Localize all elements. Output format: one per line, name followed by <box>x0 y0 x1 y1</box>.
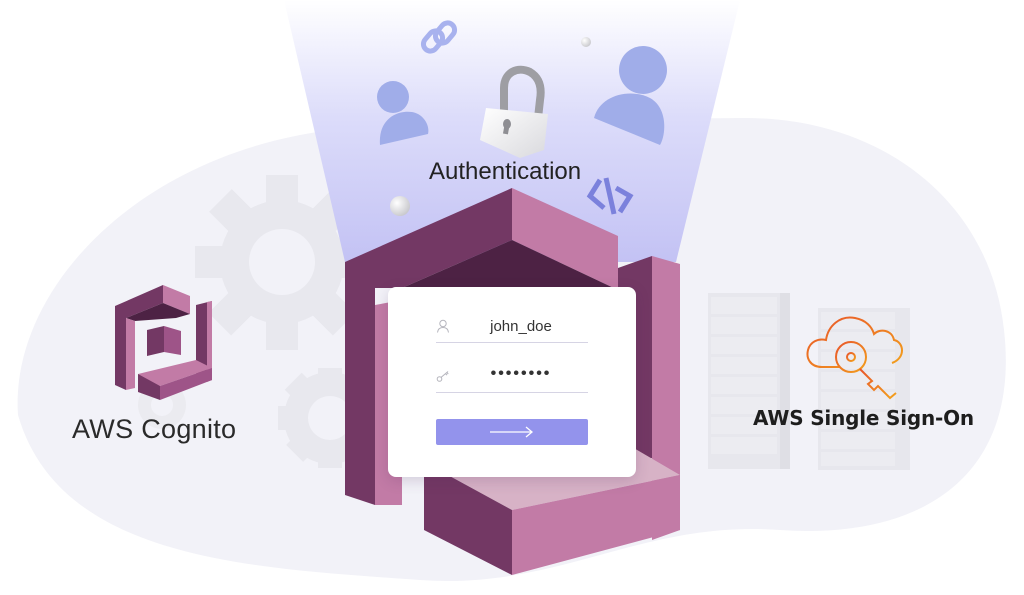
submit-button[interactable] <box>436 419 588 445</box>
sphere <box>581 37 591 47</box>
aws-cognito-logo-icon <box>115 285 212 400</box>
server-rack-right <box>818 308 910 470</box>
username-field[interactable]: john_doe <box>436 311 588 343</box>
password-value: •••••••• <box>490 365 552 382</box>
user-icon-left <box>377 81 429 145</box>
password-field[interactable]: •••••••• <box>436 361 588 393</box>
padlock-icon <box>480 65 548 158</box>
aws-cognito-label: AWS Cognito <box>72 414 237 444</box>
server-rack-left <box>708 293 790 469</box>
username-value: john_doe <box>490 318 552 335</box>
user-icon <box>437 319 449 333</box>
cloud-key-icon <box>806 316 903 400</box>
key-icon <box>436 371 449 382</box>
user-icon-right <box>594 46 667 145</box>
authentication-heading: Authentication <box>429 158 582 185</box>
code-icon <box>586 177 634 215</box>
sphere <box>390 196 410 216</box>
aws-sso-label: AWS Single Sign-On <box>753 406 974 430</box>
link-icon <box>420 20 458 54</box>
login-card: john_doe •••••••• <box>388 287 636 477</box>
arrow-right-icon <box>490 426 534 438</box>
